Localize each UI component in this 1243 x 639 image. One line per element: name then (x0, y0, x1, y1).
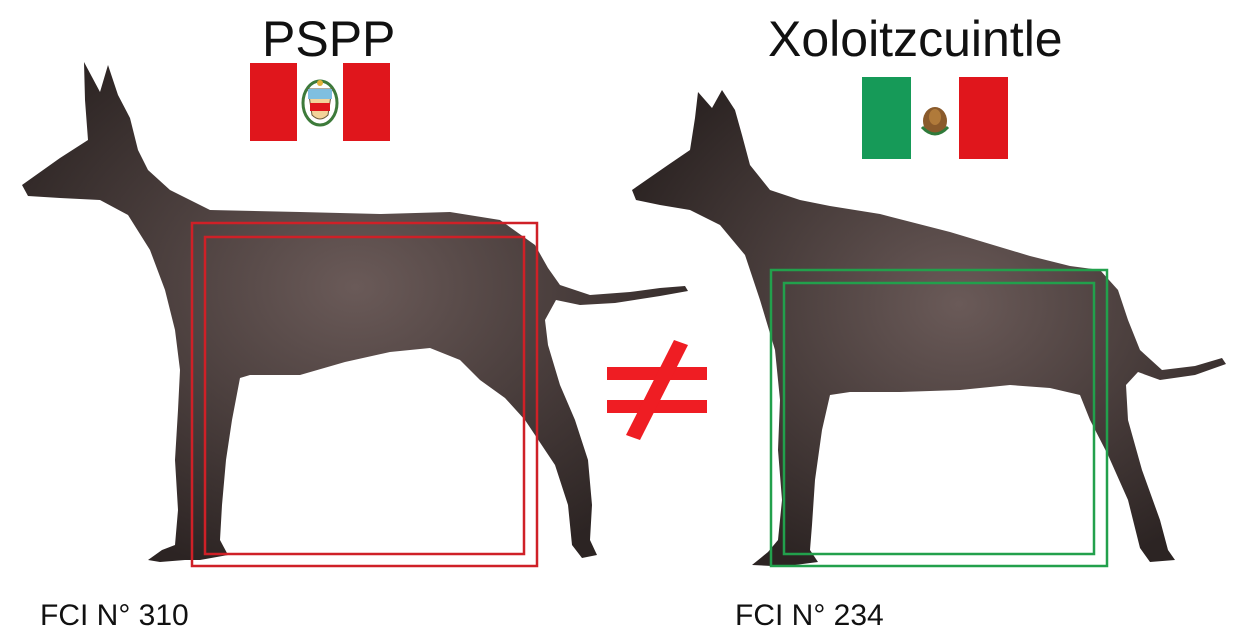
pspp-title: PSPP (262, 11, 396, 67)
pspp-dog-silhouette (22, 62, 688, 562)
xoloitzcuintle-fci-number: FCI N° 234 (735, 599, 884, 632)
xoloitzcuintle-title: Xoloitzcuintle (768, 11, 1063, 67)
pspp-fci-number: FCI N° 310 (40, 599, 189, 632)
not-equal-icon (607, 340, 707, 440)
mexico-flag-icon (862, 77, 1008, 159)
peru-flag-icon (250, 63, 390, 141)
xoloitzcuintle-dog-silhouette (632, 90, 1226, 566)
